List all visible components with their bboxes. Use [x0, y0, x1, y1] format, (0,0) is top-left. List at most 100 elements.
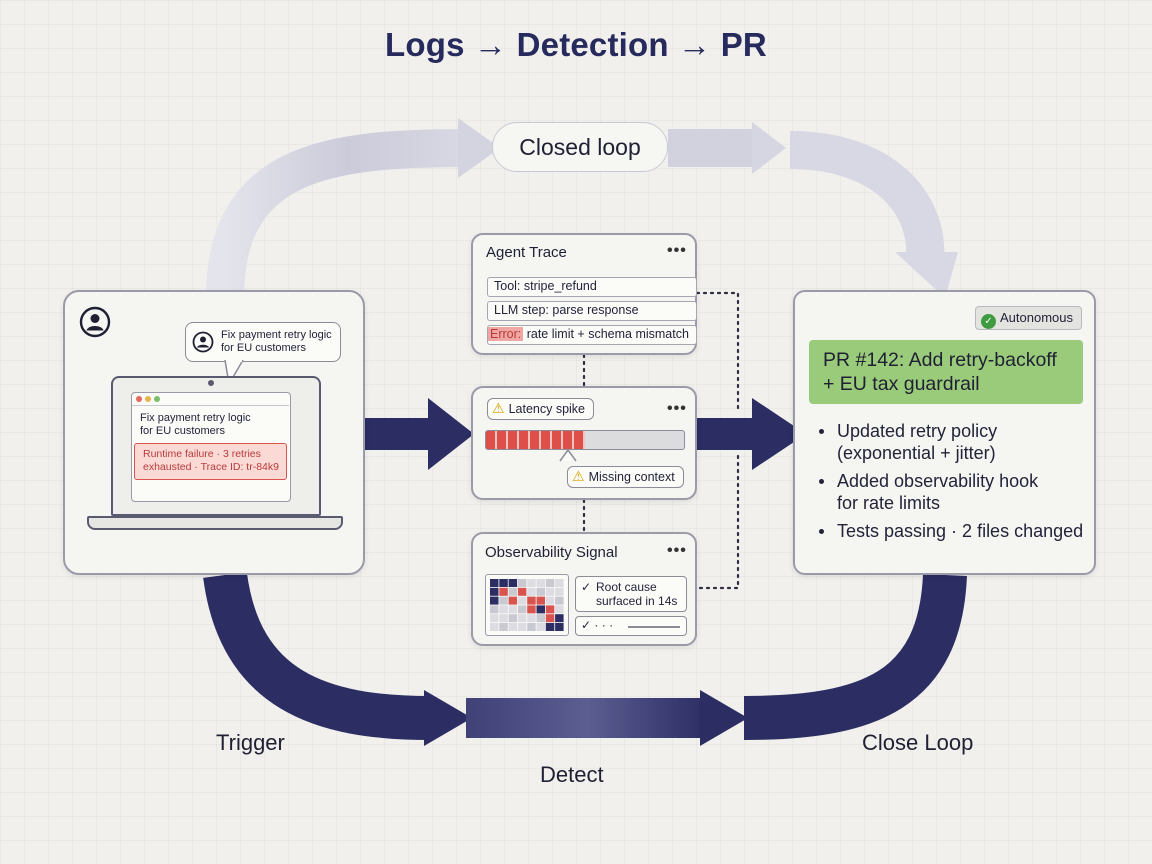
pr-title-box: PR #142: Add retry-backoff + EU tax guar… — [809, 340, 1083, 404]
heatmap-cell — [499, 623, 508, 631]
check-icon: ✓ — [581, 618, 592, 632]
heatmap-cell — [536, 579, 545, 587]
progress-line — [628, 626, 680, 628]
laptop-base — [87, 516, 343, 530]
heatmap-cell — [536, 587, 545, 596]
heatmap-cell — [517, 579, 527, 587]
heatmap-cell — [499, 579, 508, 587]
window-titlebar — [132, 393, 289, 406]
bullet-dot — [819, 529, 824, 534]
pr-bullet: Updated retry policy (exponential + jitt… — [819, 420, 997, 464]
heatmap-cell — [545, 596, 555, 605]
bottom-flow-arrow — [203, 571, 967, 746]
heatmap-cell — [527, 614, 536, 623]
heatmap-cell — [508, 605, 518, 614]
pr-title-line1: PR #142: Add retry-backoff — [823, 349, 1057, 371]
webcam-dot — [208, 380, 214, 386]
error-row-text: rate limit + schema mismatch — [523, 327, 689, 341]
warning-icon: ⚠ — [492, 400, 505, 416]
heatmap-cell — [499, 605, 508, 614]
heatmap-cell — [517, 596, 527, 605]
heatmap-cell — [555, 605, 564, 614]
autonomous-label: Autonomous — [1000, 310, 1073, 325]
minimize-dot-icon — [145, 396, 151, 402]
warning-icon: ⚠ — [572, 468, 585, 484]
heatmap-cell — [490, 623, 499, 631]
heatmap-cell — [508, 587, 518, 596]
more-options-icon[interactable]: ••• — [667, 542, 687, 559]
stage-label-trigger: Trigger — [216, 730, 285, 755]
pr-bullet: Added observability hook for rate limits — [819, 470, 1038, 514]
heatmap-cell — [555, 587, 564, 596]
latency-bar — [485, 430, 685, 450]
heatmap-cell — [517, 614, 527, 623]
middle-to-right-arrow — [697, 398, 806, 470]
check-icon: ✓ — [581, 580, 592, 594]
heatmap-cell — [555, 579, 564, 587]
check-progress-row: ✓ · · · — [575, 616, 687, 636]
heatmap-cell — [517, 587, 527, 596]
left-to-middle-arrow — [364, 398, 474, 470]
heatmap-cell — [555, 614, 564, 623]
more-options-icon[interactable]: ••• — [667, 400, 687, 417]
trace-row-tool: Tool: stripe_refund — [487, 277, 697, 297]
screen-text-line1: Fix payment retry logic — [140, 412, 251, 424]
app-window: Fix payment retry logic for EU customers… — [131, 392, 291, 502]
heatmap-cell — [508, 579, 518, 587]
heatmap-cell — [527, 605, 536, 614]
heatmap-cell — [517, 623, 527, 631]
trace-row-error: Error: rate limit + schema mismatch — [487, 325, 697, 345]
heatmap-cell — [545, 614, 555, 623]
agent-trace-title: Agent Trace — [486, 244, 567, 261]
pr-panel: ✓Autonomous PR #142: Add retry-backoff +… — [793, 290, 1096, 575]
heatmap-cell — [527, 596, 536, 605]
agent-trace-card: Agent Trace ••• Tool: stripe_refund LLM … — [471, 233, 697, 355]
bullet-dot — [819, 479, 824, 484]
root-cause-line2: surfaced in 14s — [596, 594, 678, 608]
laptop-screen: Fix payment retry logic for EU customers… — [111, 376, 321, 516]
request-bubble: Fix payment retry logic for EU customers — [185, 322, 341, 362]
user-avatar-icon — [79, 306, 111, 338]
heatmap-cell — [490, 605, 499, 614]
close-dot-icon — [136, 396, 142, 402]
heatmap-cell — [508, 596, 518, 605]
latency-spike-badge: ⚠Latency spike — [487, 398, 594, 420]
pointer-caret — [559, 448, 577, 462]
closed-loop-arrow — [206, 118, 958, 299]
user-avatar-icon — [192, 331, 214, 353]
diagram-title: Logs → Detection → PR — [385, 26, 767, 63]
heatmap-cell — [527, 623, 536, 631]
more-options-icon[interactable]: ••• — [667, 242, 687, 259]
heatmap-frame — [485, 574, 569, 636]
bullet-line2: for rate limits — [837, 493, 941, 513]
check-progress-text: · · · — [594, 618, 614, 632]
root-cause-box: ✓ Root cause surfaced in 14s — [575, 576, 687, 612]
screen-text-line2: for EU customers — [140, 425, 225, 437]
root-cause-line1: Root cause — [596, 580, 657, 594]
heatmap-cell — [508, 614, 518, 623]
heatmap-cell — [508, 623, 518, 631]
error-text-line1: Runtime failure · 3 retries — [143, 448, 261, 460]
heatmap-cell — [517, 605, 527, 614]
bullet-dot — [819, 429, 824, 434]
runtime-error-box: Runtime failure · 3 retries exhausted · … — [134, 443, 287, 480]
trace-row-llm: LLM step: parse response — [487, 301, 697, 321]
maximize-dot-icon — [154, 396, 160, 402]
heatmap-cell — [527, 579, 536, 587]
heatmap-cell — [555, 623, 564, 631]
error-text-line2: exhausted · Trace ID: tr-84k9 — [143, 461, 279, 473]
heatmap-cell — [545, 579, 555, 587]
latency-spike-label: Latency spike — [508, 402, 585, 416]
heatmap-cell — [545, 605, 555, 614]
latency-bar-fill — [486, 431, 585, 449]
latency-card: ⚠Latency spike ••• ⚠Missing context — [471, 386, 697, 500]
error-tag: Error: — [488, 327, 524, 341]
observability-card: Observability Signal ••• ✓ Root cause su… — [471, 532, 697, 646]
heatmap-cell — [545, 587, 555, 596]
autonomous-badge: ✓Autonomous — [975, 306, 1082, 330]
heatmap-cell — [555, 596, 564, 605]
dotted-connectors — [582, 291, 740, 590]
missing-context-badge: ⚠Missing context — [567, 466, 684, 488]
heatmap-cell — [545, 623, 555, 631]
